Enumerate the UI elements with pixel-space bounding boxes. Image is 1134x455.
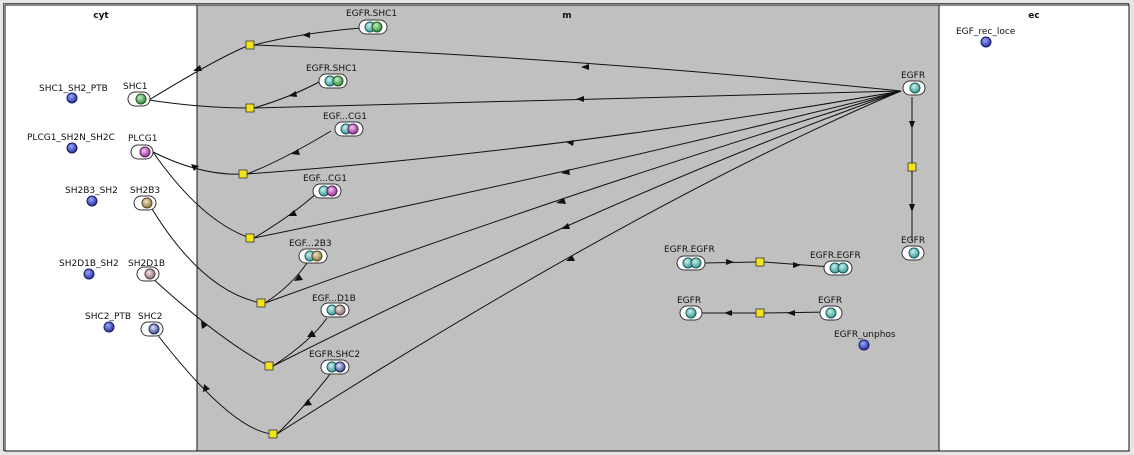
compartment-ec [938, 4, 1130, 452]
reaction-node [245, 233, 255, 243]
compartment-cyt-title: cyt [93, 11, 109, 21]
edge-egfr-r1 [253, 44, 902, 92]
label-egfr-shc1-a: EGFR.SHC1 [346, 9, 397, 19]
compartment-cyt [4, 4, 198, 452]
reaction-node [268, 429, 278, 439]
label-egf-2b3: EGF...2B3 [289, 239, 332, 249]
reaction-node [238, 169, 248, 179]
label-shc2-ptb: SHC2_PTB [85, 312, 131, 322]
label-shc1-sh2-ptb: SHC1_SH2_PTB [39, 84, 108, 94]
species-cyt: SHC1_SH2_PTB SHC1 PLCG1_SH2N_SH2C PLCG1 … [27, 82, 165, 337]
label-plcg1: PLCG1 [128, 134, 157, 144]
label-egfr-hub: EGFR [901, 71, 925, 81]
species-egfr-unphos [858, 339, 870, 351]
edge-egfr-r7 [276, 90, 902, 435]
label-egfr-shc1-b: EGFR.SHC1 [306, 64, 357, 74]
reaction-node [256, 298, 266, 308]
label-sh2b3: SH2B3 [130, 186, 160, 196]
species-ec: EGF_rec_loce [956, 27, 1016, 48]
edge-egfr-r2 [253, 90, 902, 109]
label-egf-rec-loce: EGF_rec_loce [956, 27, 1016, 37]
label-sh2d1b-sh2: SH2D1B_SH2 [59, 259, 119, 269]
label-egfr-phos: EGFR [901, 236, 925, 246]
reaction-node [755, 308, 765, 318]
label-plcg1-sh2n-sh2c: PLCG1_SH2N_SH2C [27, 133, 115, 143]
reaction-node [907, 162, 917, 172]
label-egfr-right: EGFR [818, 296, 842, 306]
label-egfr-egfr-2: EGFR.EGFR [810, 251, 861, 261]
compartment-m-title: m [562, 11, 571, 21]
reaction-node [264, 361, 274, 371]
edge-egfr-r4 [253, 90, 902, 239]
label-egfr-shc2: EGFR.SHC2 [309, 350, 360, 360]
label-shc1: SHC1 [123, 82, 148, 92]
label-egfr-unphos: EGFR_unphos [834, 330, 896, 340]
species-sh2d1b-sh2 [83, 268, 95, 280]
label-sh2b3-sh2: SH2B3_SH2 [65, 186, 118, 196]
label-egf-d1b: EGF...D1B [312, 294, 356, 304]
reaction-node [245, 40, 255, 50]
species-shc2-ptb [103, 321, 115, 333]
reaction-nodes [238, 40, 917, 439]
label-egf-cg1-a: EGF...CG1 [323, 112, 367, 122]
reaction-edges [148, 27, 915, 435]
species-plcg1-sh2n-sh2c [66, 142, 78, 154]
compartment-ec-title: ec [1028, 11, 1039, 21]
reaction-node [245, 103, 255, 113]
egfr-edges [246, 44, 902, 435]
label-sh2d1b: SH2D1B [128, 259, 165, 269]
label-egfr-egfr-1: EGFR.EGFR [664, 245, 715, 255]
label-egfr-left: EGFR [677, 296, 701, 306]
species-shc1-sh2-ptb [66, 92, 78, 104]
diagram-frame: cyt m ec [3, 3, 1130, 452]
species-egf-rec-loce [980, 36, 992, 48]
label-shc2: SHC2 [138, 312, 163, 322]
label-egf-cg1-b: EGF...CG1 [303, 174, 347, 184]
species-m: EGFR.SHC1 EGFR.SHC1 EGF...CG1 EGF...CG1 … [289, 9, 926, 375]
species-sh2b3-sh2 [86, 195, 98, 207]
edge-egfr-r6 [272, 90, 902, 367]
network-diagram: cyt m ec [4, 4, 1130, 452]
reaction-node [755, 257, 765, 267]
edge-egfr-r5 [264, 90, 902, 304]
